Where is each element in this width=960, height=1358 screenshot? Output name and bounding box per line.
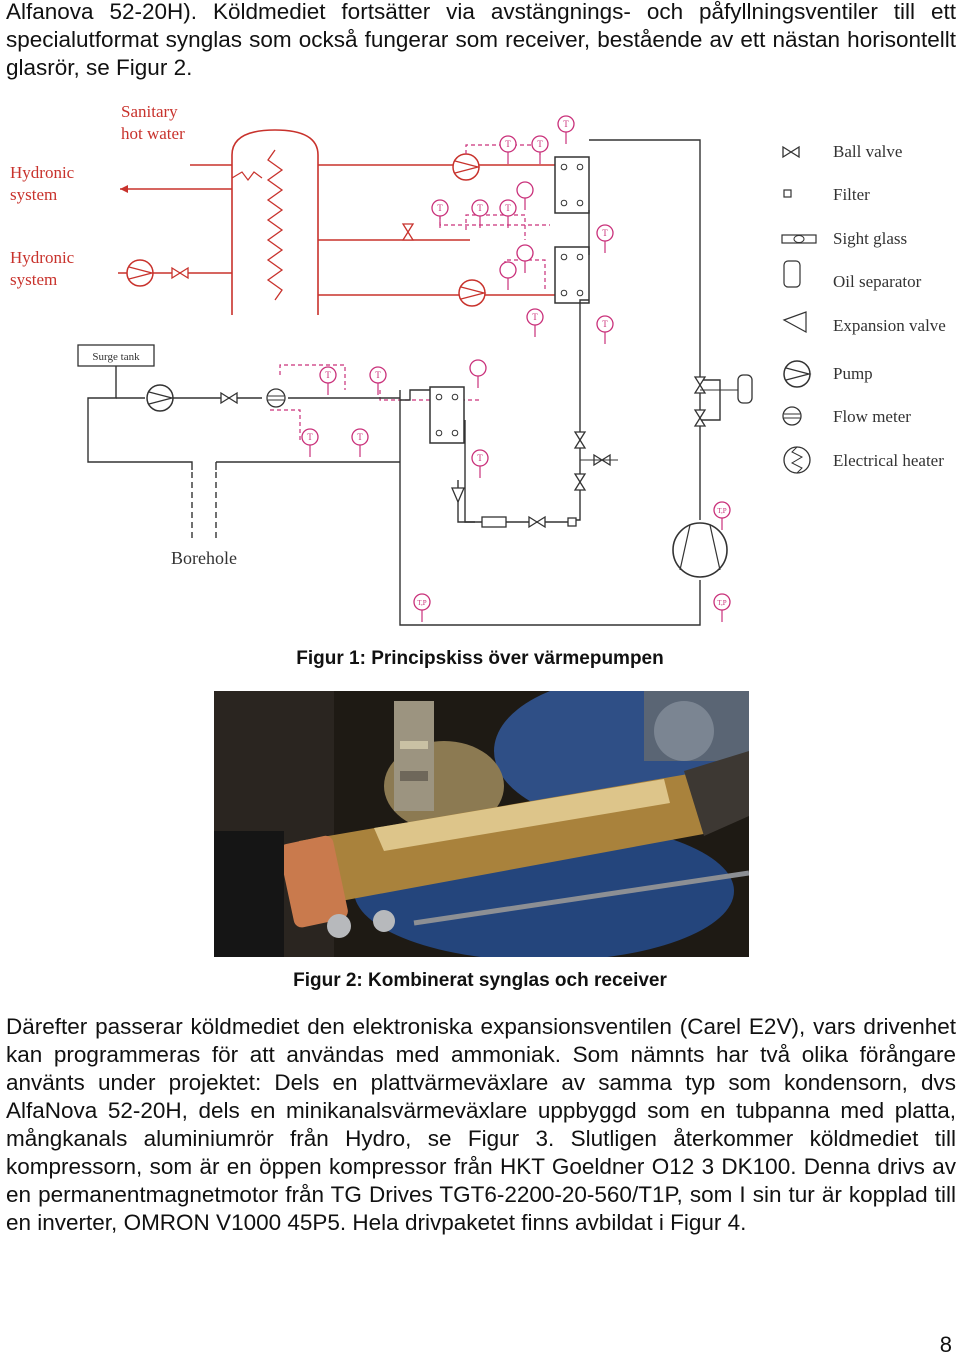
svg-text:T: T bbox=[375, 370, 381, 380]
svg-text:T: T bbox=[532, 312, 538, 322]
borehole-label: Borehole bbox=[171, 548, 237, 568]
legend-ball-valve: Ball valve bbox=[833, 142, 902, 161]
legend-pump: Pump bbox=[833, 364, 873, 383]
legend-oil-separator: Oil separator bbox=[833, 272, 922, 291]
svg-text:Sanitary: Sanitary bbox=[121, 102, 178, 121]
heat-pump-schematic: Sanitary hot water Hydronic system Hydro… bbox=[10, 102, 946, 626]
surge-tank: Surge tank bbox=[77, 344, 155, 367]
svg-text:T,P: T,P bbox=[717, 507, 727, 515]
figure-1-caption: Figur 1: Principskiss över värmepumpen bbox=[296, 648, 664, 669]
svg-text:Hydronic: Hydronic bbox=[10, 163, 75, 182]
svg-text:T: T bbox=[602, 228, 608, 238]
svg-text:T: T bbox=[537, 139, 543, 149]
page-number: 8 bbox=[939, 1332, 952, 1357]
legend-filter: Filter bbox=[833, 185, 870, 204]
legend-sight-glass: Sight glass bbox=[833, 229, 907, 248]
svg-text:T: T bbox=[602, 319, 608, 329]
schematic-legend: Ball valve Filter Sight glass Oil separa… bbox=[781, 142, 946, 474]
svg-text:Surge tank: Surge tank bbox=[92, 351, 140, 363]
intro-paragraph: Alfanova 52-20H). Köldmediet fortsätter … bbox=[6, 0, 956, 80]
svg-text:T: T bbox=[477, 453, 483, 463]
svg-text:T: T bbox=[477, 203, 483, 213]
svg-text:system: system bbox=[10, 185, 57, 204]
svg-text:T: T bbox=[307, 432, 313, 442]
svg-text:T,P: T,P bbox=[717, 599, 727, 607]
svg-text:T: T bbox=[505, 139, 511, 149]
legend-electrical-heater: Electrical heater bbox=[833, 451, 944, 470]
svg-text:hot water: hot water bbox=[121, 124, 185, 143]
svg-text:T: T bbox=[357, 432, 363, 442]
svg-text:Hydronic: Hydronic bbox=[10, 248, 75, 267]
legend-expansion-valve: Expansion valve bbox=[833, 316, 946, 335]
svg-text:T: T bbox=[325, 370, 331, 380]
sanitary-hot-water-label: Sanitary hot water bbox=[121, 102, 185, 143]
sight-glass-receiver-photo bbox=[214, 691, 749, 957]
legend-flow-meter: Flow meter bbox=[833, 407, 911, 426]
compressor bbox=[672, 522, 728, 578]
hot-water-tank bbox=[231, 129, 319, 315]
condenser-heat-exchangers bbox=[554, 156, 590, 304]
hydronic-system-label-1: Hydronic system bbox=[10, 163, 75, 204]
hydronic-system-label-2: Hydronic system bbox=[10, 248, 75, 289]
svg-text:T: T bbox=[437, 203, 443, 213]
svg-text:T: T bbox=[563, 119, 569, 129]
svg-text:T: T bbox=[505, 203, 511, 213]
body-paragraph: Därefter passerar köldmediet den elektro… bbox=[6, 1014, 956, 1235]
svg-text:T,P: T,P bbox=[417, 599, 427, 607]
svg-text:system: system bbox=[10, 270, 57, 289]
figure-2-caption: Figur 2: Kombinerat synglas och receiver bbox=[293, 970, 667, 991]
